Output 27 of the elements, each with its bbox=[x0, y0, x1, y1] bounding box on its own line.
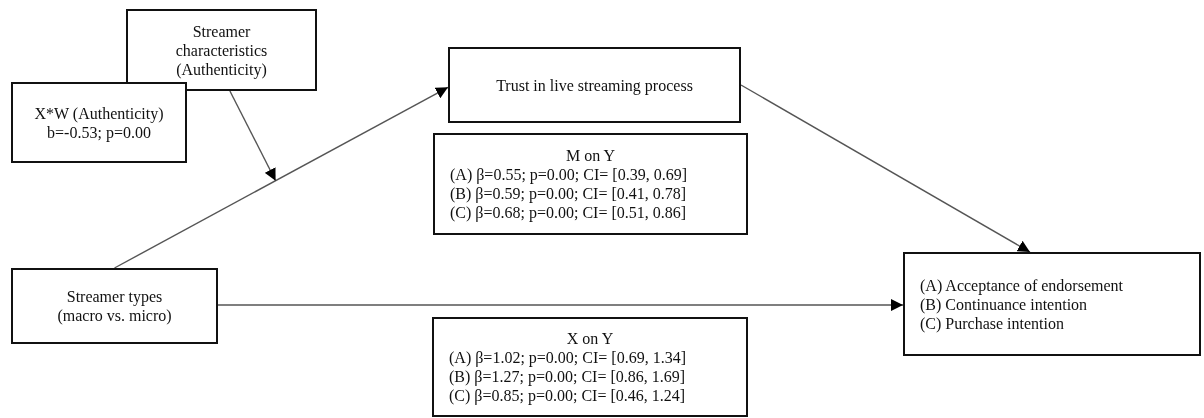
stats-line: (B) β=0.59; p=0.00; CI= [0.41, 0.78] bbox=[450, 184, 687, 203]
arrow bbox=[229, 90, 277, 182]
stats-heading: X on Y bbox=[566, 329, 614, 348]
stats-line: (C) β=0.68; p=0.00; CI= [0.51, 0.86] bbox=[450, 203, 687, 222]
stats-heading: M on Y bbox=[565, 146, 616, 165]
arrow bbox=[217, 299, 904, 312]
variable-label: Streamer types (macro vs. micro) bbox=[56, 287, 173, 325]
interaction-text: b=-0.53; p=0.00 bbox=[47, 123, 151, 142]
stats-line: (A) β=0.55; p=0.00; CI= [0.39, 0.69] bbox=[450, 165, 687, 184]
interaction-box bbox=[11, 82, 187, 163]
arrow bbox=[113, 86, 449, 269]
outcome-item: (B) Continuance intention bbox=[920, 295, 1088, 314]
outcome-box bbox=[903, 252, 1201, 356]
variable-label: Trust in live streaming process bbox=[496, 75, 693, 95]
interaction-text: X*W (Authenticity) bbox=[34, 103, 164, 123]
variable-label: Streamer characteristics (Authenticity) bbox=[174, 21, 269, 79]
stats-line: (A) β=1.02; p=0.00; CI= [0.69, 1.34] bbox=[449, 348, 686, 367]
stats-line: (B) β=1.27; p=0.00; CI= [0.86, 1.69] bbox=[449, 367, 686, 386]
moderator-box bbox=[126, 9, 317, 91]
arrow bbox=[740, 84, 1031, 253]
stats-line: (C) β=0.85; p=0.00; CI= [0.46, 1.24] bbox=[449, 386, 686, 405]
outcome-item: (A) Acceptance of endorsement bbox=[920, 275, 1123, 295]
stats-panel bbox=[432, 317, 748, 417]
predictor-box bbox=[11, 268, 218, 344]
outcome-item: (C) Purchase intention bbox=[920, 314, 1064, 333]
stats-panel bbox=[433, 133, 748, 235]
mediator-box bbox=[448, 47, 741, 123]
